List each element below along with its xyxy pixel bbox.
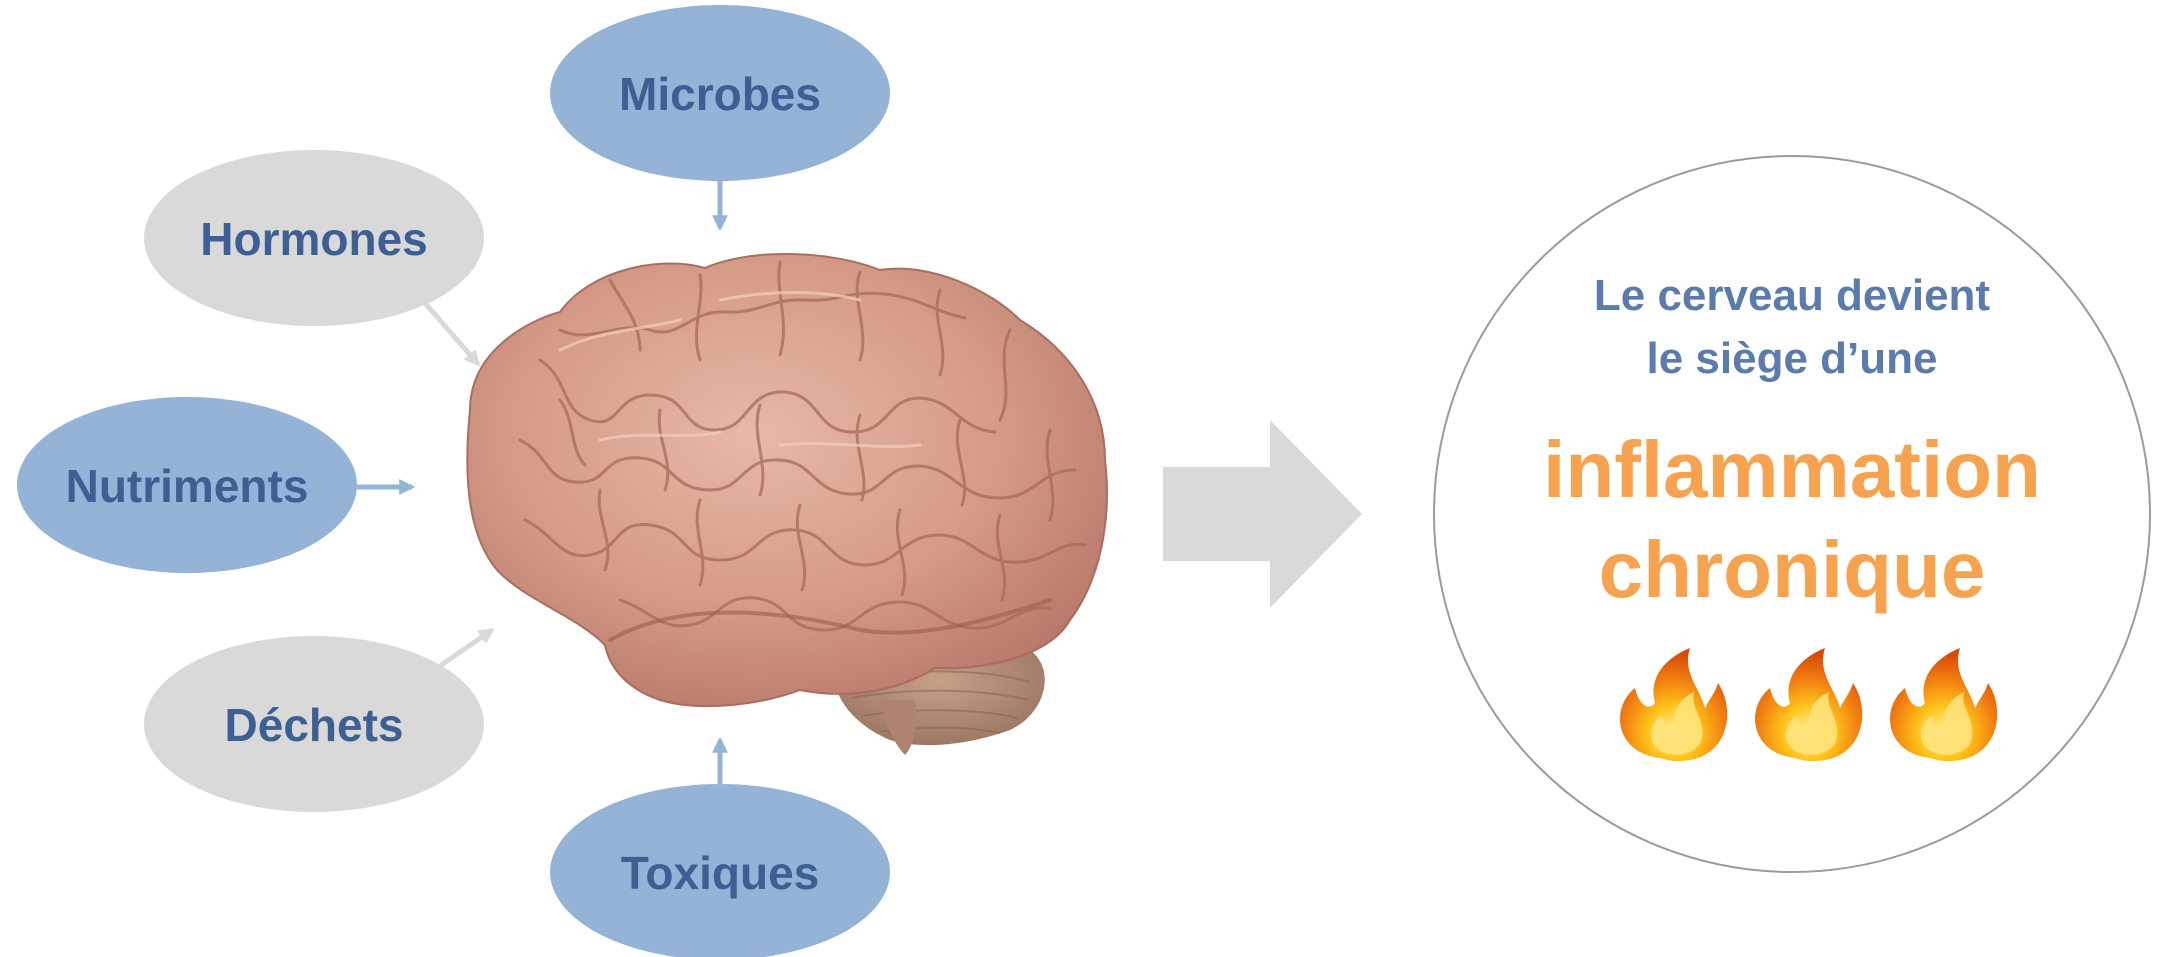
arrow-right-icon	[1163, 420, 1362, 608]
result-emphasis-line2: chronique	[1599, 525, 1986, 614]
brain-image	[467, 254, 1107, 755]
node-hormones: Hormones	[144, 150, 484, 326]
result-text-line1: Le cerveau devient	[1594, 271, 1991, 320]
node-microbes: Microbes	[550, 5, 890, 181]
result-text-line2: le siège d’une	[1647, 334, 1938, 383]
node-nutriments: Nutriments	[17, 397, 357, 573]
flame-icon	[1620, 648, 1727, 761]
dechets-label: Déchets	[225, 699, 404, 751]
nutriments-label: Nutriments	[66, 460, 309, 512]
node-dechets: Déchets	[144, 636, 484, 812]
result-circle-outline	[1434, 156, 2150, 872]
flame-icon	[1890, 648, 1997, 761]
arrow-dechets-to-brain	[440, 630, 492, 666]
toxiques-label: Toxiques	[621, 847, 820, 899]
node-toxiques: Toxiques	[550, 784, 890, 957]
result-emphasis-line1: inflammation	[1543, 425, 2041, 514]
microbes-label: Microbes	[619, 68, 821, 120]
flame-icon	[1755, 648, 1862, 761]
hormones-label: Hormones	[200, 213, 427, 265]
result-circle: Le cerveau devient le siège d’une inflam…	[1434, 156, 2150, 872]
arrow-hormones-to-brain	[425, 303, 478, 364]
